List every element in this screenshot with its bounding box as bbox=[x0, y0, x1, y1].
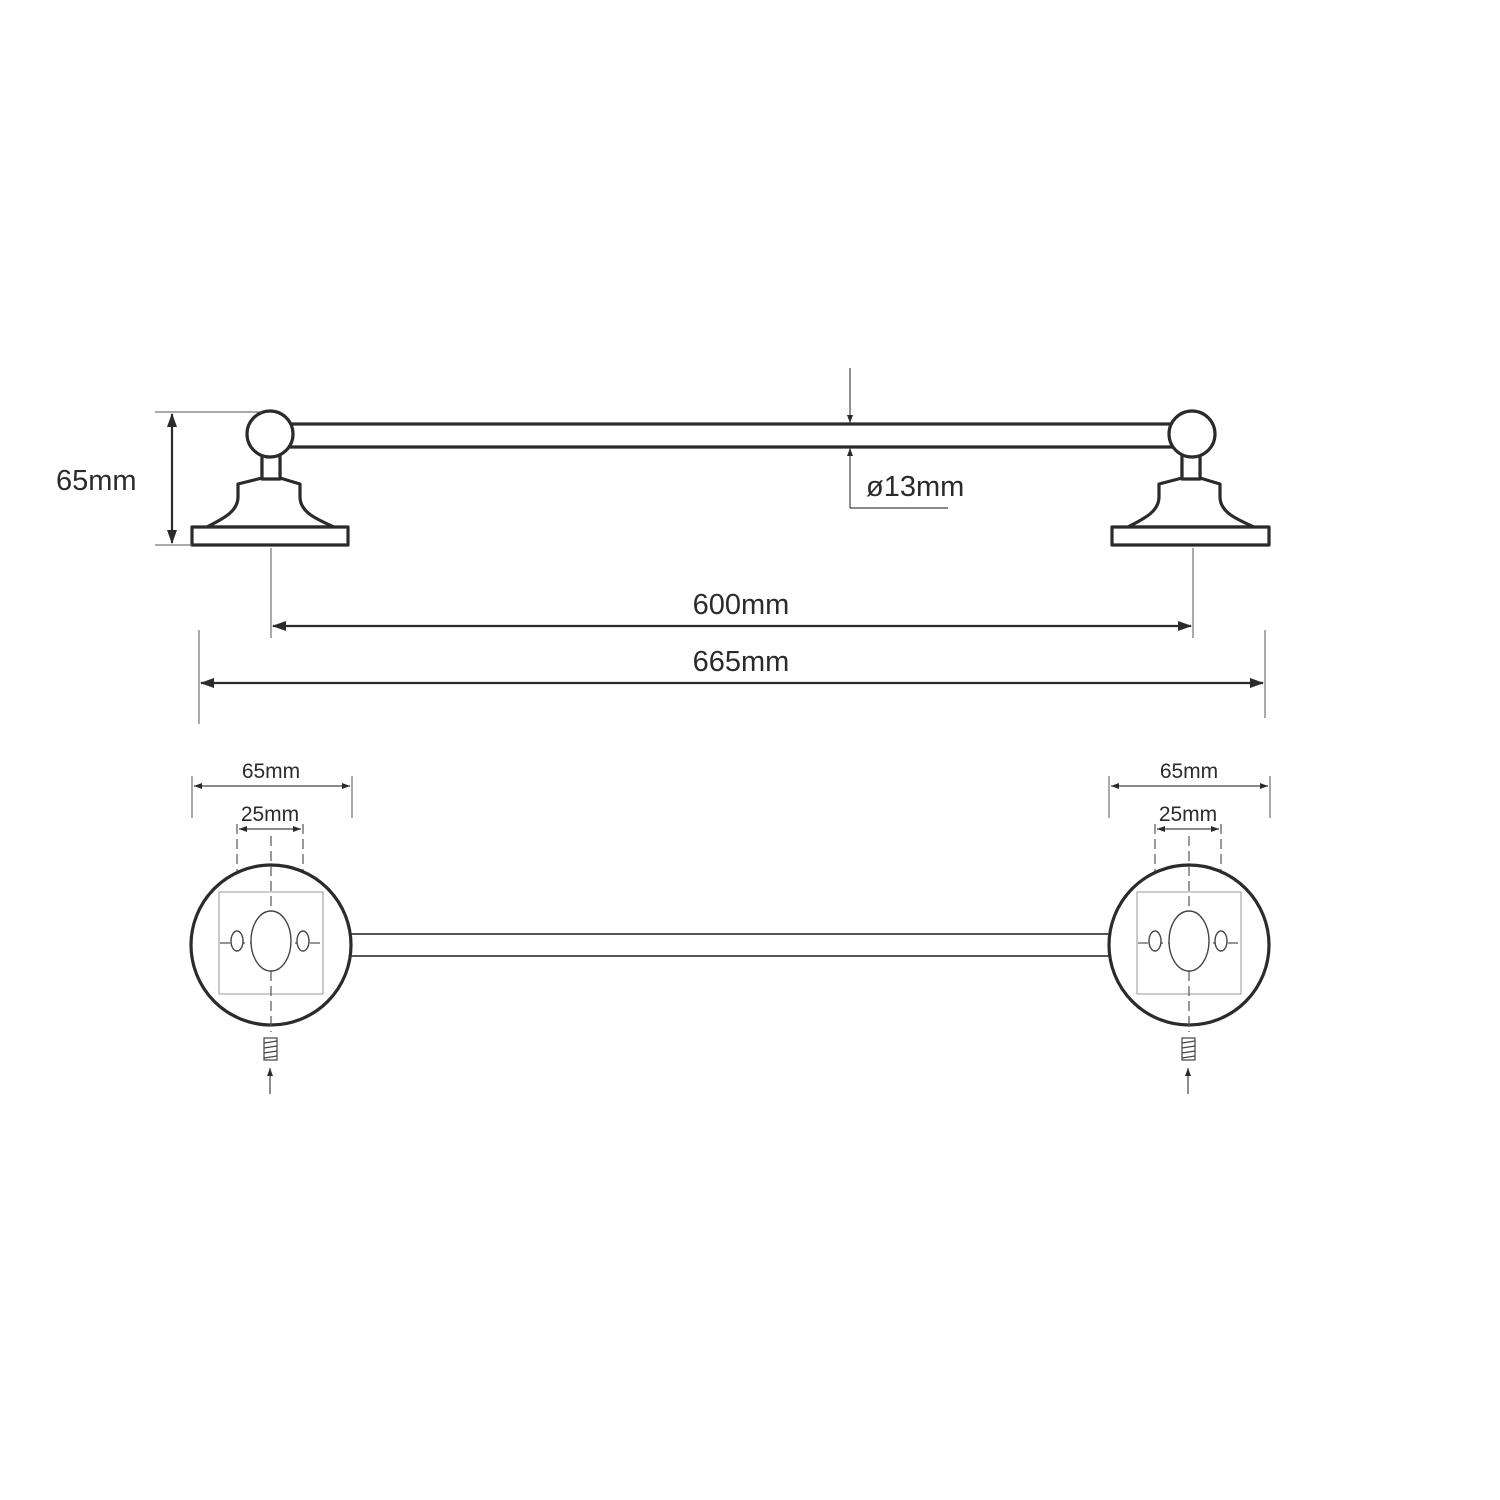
left-base-plate bbox=[190, 525, 350, 547]
left-center-hole bbox=[250, 910, 292, 972]
top-view: 65mm 25mm 65 bbox=[189, 760, 1271, 1094]
right-base-width-label: 65mm bbox=[1160, 760, 1218, 783]
towel-bar bbox=[280, 422, 1180, 449]
right-bracket bbox=[1110, 409, 1271, 547]
right-neck bbox=[1180, 453, 1202, 481]
overall-length-label: 665mm bbox=[693, 646, 790, 678]
height-dimension: 65mm bbox=[56, 411, 262, 546]
center-distance-label: 600mm bbox=[693, 589, 790, 621]
right-mount-top: 65mm 25mm bbox=[1107, 760, 1271, 1094]
left-screw-hole-b bbox=[296, 930, 310, 952]
left-screw-hole-a bbox=[230, 930, 244, 952]
left-bracket bbox=[190, 409, 350, 547]
right-screw-hole-a bbox=[1148, 930, 1162, 952]
right-grub-screw-icon bbox=[1181, 1037, 1196, 1061]
left-grub-screw-icon bbox=[263, 1037, 278, 1061]
right-screw-hole-b bbox=[1214, 930, 1228, 952]
right-center-hole bbox=[1168, 910, 1210, 972]
left-mount-top: 65mm 25mm bbox=[189, 760, 353, 1094]
overall-length-dimension: 665mm bbox=[198, 630, 1266, 724]
right-hole-spacing-label: 25mm bbox=[1159, 803, 1217, 826]
left-ball-finial bbox=[245, 409, 295, 459]
left-base-width-label: 65mm bbox=[242, 760, 300, 783]
left-neck bbox=[260, 453, 282, 481]
bar-diameter-label: ø13mm bbox=[866, 471, 964, 503]
center-distance-dimension: 600mm bbox=[270, 548, 1194, 638]
top-view-bar bbox=[347, 933, 1113, 957]
right-base-plate bbox=[1110, 525, 1271, 547]
front-view: 65mm ø13mm 600mm 665mm bbox=[56, 368, 1271, 724]
left-hole-spacing-label: 25mm bbox=[241, 803, 299, 826]
right-ball-finial bbox=[1167, 409, 1217, 459]
height-label: 65mm bbox=[56, 465, 137, 497]
bar-diameter-dimension: ø13mm bbox=[847, 368, 964, 509]
